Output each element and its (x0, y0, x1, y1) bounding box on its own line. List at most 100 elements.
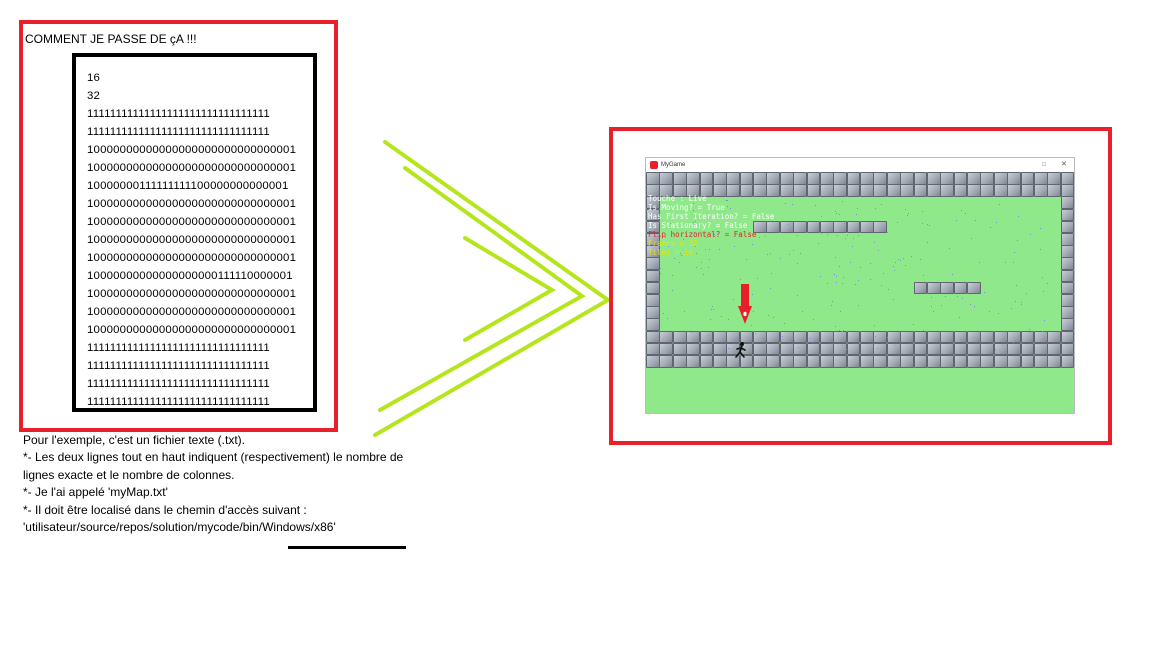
grass-speckle (886, 337, 888, 339)
wall-tile (1007, 342, 1021, 356)
wall-tile (712, 342, 727, 356)
wall-tile (1047, 330, 1062, 344)
wall-tile (753, 342, 767, 356)
wall-tile (1020, 184, 1035, 197)
grass-speckle (751, 324, 753, 326)
wall-tile (886, 172, 901, 185)
wall-tile (967, 184, 981, 197)
wall-tile (913, 172, 928, 185)
grass-speckle (856, 207, 858, 209)
wall-tile (712, 184, 727, 197)
wall-tile (739, 184, 754, 197)
file-line: 10000000000000000000000000000001 (87, 288, 297, 300)
grass-speckle (974, 220, 976, 222)
grass-speckle (708, 266, 710, 268)
grass-speckle (758, 236, 760, 238)
wall-tile (873, 184, 888, 197)
grass-speckle (855, 284, 857, 286)
grass-speckle (847, 235, 849, 237)
wall-tile (1060, 184, 1074, 197)
grass-speckle (767, 314, 769, 316)
grass-speckle (876, 348, 878, 350)
wall-tile (1020, 355, 1035, 368)
game-result-frame (609, 127, 1112, 445)
maximize-button[interactable]: □ (1042, 162, 1046, 168)
wall-tile (1033, 355, 1048, 368)
grass-speckle (834, 325, 836, 327)
grass-speckle (908, 212, 910, 214)
grass-speckle (974, 306, 976, 308)
grass-speckle (869, 279, 871, 281)
wall-tile (1020, 172, 1035, 185)
note-line: 'utilisateur/source/repos/solution/mycod… (23, 520, 336, 535)
window-titlebar: MyGame □ ✕ (646, 158, 1074, 172)
wall-tile (646, 330, 660, 344)
grass-speckle (771, 273, 773, 275)
grass-speckle (660, 273, 662, 275)
wall-tile (873, 172, 888, 185)
wall-tile (967, 355, 981, 368)
wall-tile (646, 342, 660, 356)
grass-speckle (941, 304, 943, 306)
wall-tile (646, 196, 660, 209)
wall-tile (793, 342, 807, 356)
grass-speckle (707, 334, 709, 336)
wall-tile (659, 330, 674, 344)
wall-tile (940, 342, 955, 356)
wall-tile (953, 184, 968, 197)
arrow-stroke-inner (463, 236, 556, 342)
grass-speckle (712, 306, 714, 308)
wall-tile (900, 172, 914, 185)
wall-tile (1047, 172, 1062, 185)
arrow-down-icon (738, 284, 752, 324)
wall-tile (846, 172, 861, 185)
grass-speckle (666, 317, 668, 319)
grass-speckle (685, 253, 687, 255)
wall-tile (860, 342, 874, 356)
grass-speckle (922, 330, 924, 332)
debug-line: Tiles = 16 (648, 248, 694, 257)
grass-speckle (781, 336, 783, 338)
grass-speckle (870, 341, 872, 343)
app-icon (650, 161, 658, 169)
grass-speckle (739, 279, 741, 281)
grass-speckle (994, 349, 996, 351)
grass-speckle (826, 282, 828, 284)
grass-speckle (843, 329, 845, 331)
wall-tile (926, 184, 941, 197)
wall-tile (793, 355, 807, 368)
wall-tile (699, 330, 714, 344)
grass-speckle (839, 310, 841, 312)
wall-tile (819, 342, 834, 356)
grass-speckle (927, 242, 929, 244)
close-button[interactable]: ✕ (1061, 161, 1067, 168)
file-line: 11111111111111111111111111111111 (87, 360, 270, 372)
file-line: 10000000111111111100000000000001 (87, 180, 289, 192)
wall-tile (1047, 355, 1062, 368)
arrow-stroke-outer (373, 140, 612, 437)
wall-tile (900, 330, 914, 344)
wall-tile (980, 172, 995, 185)
wall-tile (686, 342, 700, 356)
grass-speckle (671, 290, 673, 292)
grass-speckle (1005, 262, 1007, 264)
wall-tile (967, 330, 981, 344)
grass-speckle (873, 324, 875, 326)
grass-speckle (1012, 342, 1014, 344)
wall-tile (913, 342, 928, 356)
grass-speckle (1012, 262, 1014, 264)
wall-tile (860, 330, 874, 344)
wall-tile (886, 330, 901, 344)
grass-speckle (660, 267, 661, 269)
wall-tile (1060, 269, 1074, 283)
grass-speckle (1044, 319, 1046, 321)
wall-tile (1060, 281, 1074, 295)
debug-line: Flip horizontal? = False (648, 230, 757, 239)
wall-tile (779, 220, 794, 234)
grass-speckle (1030, 234, 1032, 236)
wall-tile (739, 342, 754, 356)
wall-tile (779, 330, 794, 344)
grass-speckle (691, 331, 693, 333)
grass-speckle (893, 270, 895, 272)
grass-speckle (894, 261, 896, 263)
